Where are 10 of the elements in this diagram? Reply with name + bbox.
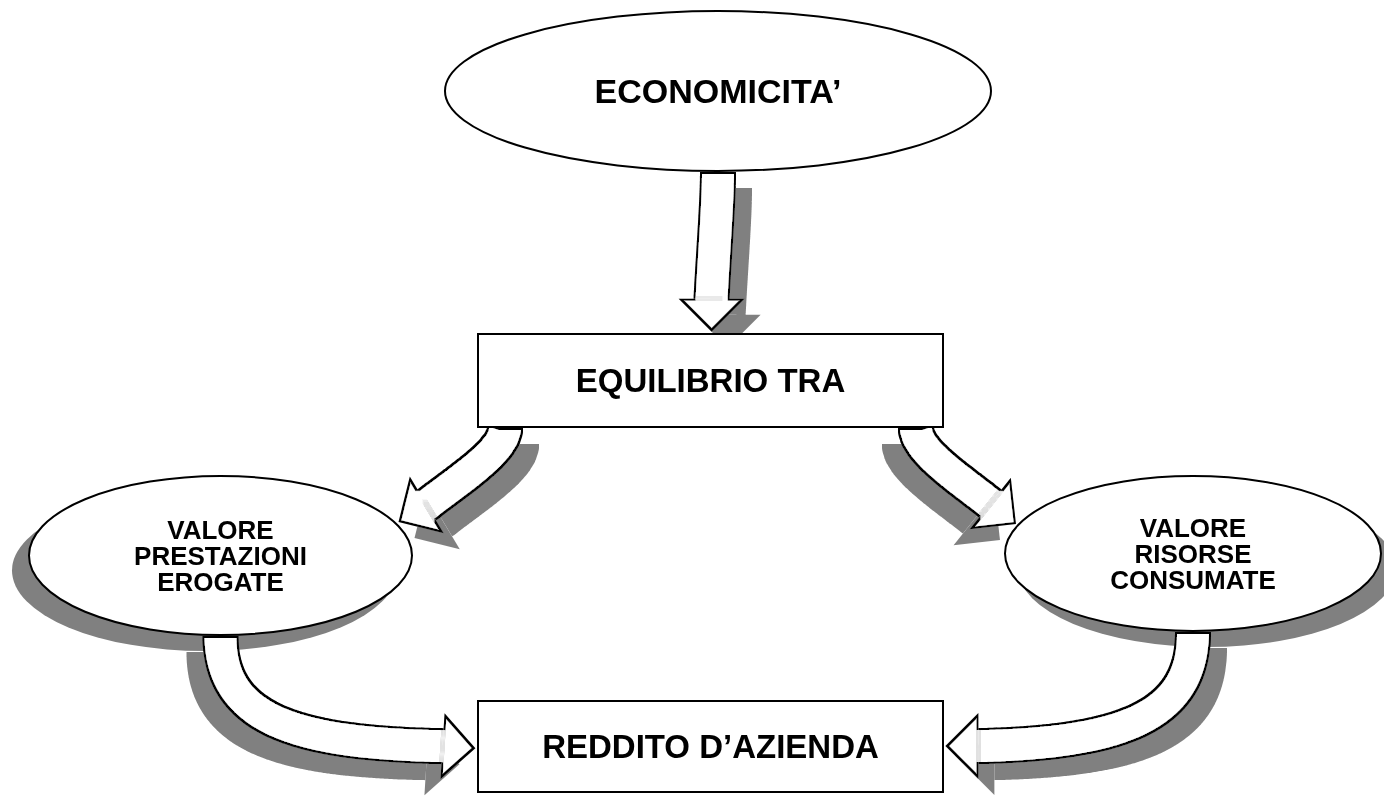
ellipse-node: [1004, 475, 1382, 632]
node-label: EQUILIBRIO TRA: [575, 364, 846, 397]
node-label: VALORE RISORSE CONSUMATE: [1109, 514, 1277, 593]
node-label: ECONOMICITA’: [594, 74, 842, 108]
node-label: VALORE PRESTAZIONI EROGATE: [133, 516, 308, 595]
process-box: [477, 333, 944, 428]
ellipse-node: [28, 475, 413, 636]
process-box: [477, 700, 944, 793]
ellipse-node: [444, 10, 992, 172]
node-label: REDDITO D’AZIENDA: [542, 730, 879, 763]
